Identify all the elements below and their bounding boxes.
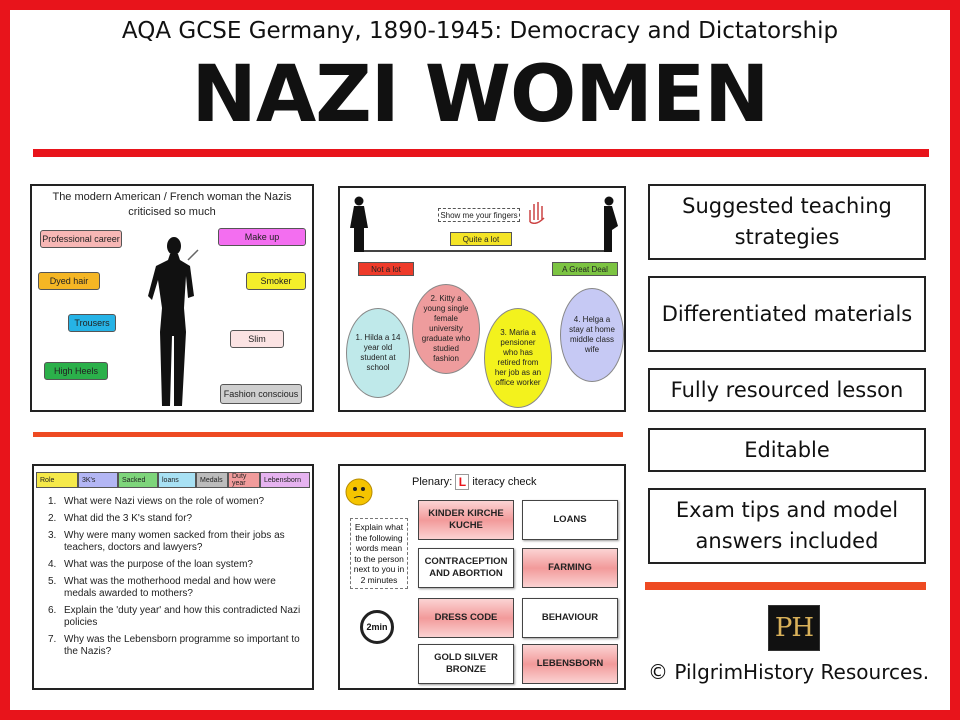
question-item: 4.What was the purpose of the loan syste… [48, 559, 253, 570]
hand-fingers-icon [529, 202, 545, 224]
header-sacked: Sacked [118, 472, 158, 488]
preview-slide-questions: Role 3K's Sacked loans Medals Duty year … [32, 464, 314, 690]
right-divider [645, 582, 926, 590]
woman-silhouette-icon [148, 237, 199, 406]
circle-kitty: 2. Kitty a young single female universit… [412, 284, 480, 374]
tag-fashion-conscious: Fashion conscious [220, 384, 302, 404]
title-divider [33, 149, 929, 157]
preview-slide-opinion-scale: Show me your fingers Quite a lot Not a l… [338, 186, 626, 412]
scale-low: Not a lot [358, 262, 414, 276]
scale-line [364, 250, 604, 252]
l-plate-icon: L [455, 474, 470, 490]
thinking-face-icon [345, 478, 373, 506]
tag-slim: Slim [230, 330, 284, 348]
page-title: NAZI WOMEN [191, 50, 770, 140]
pilgrim-history-logo: PH [768, 605, 820, 651]
topic-header-row: Role 3K's Sacked loans Medals Duty year … [36, 472, 310, 488]
question-item: 1.What were Nazi views on the role of wo… [48, 496, 265, 507]
instruction-text: Explain what the following words mean to… [350, 518, 408, 589]
header-role: Role [36, 472, 78, 488]
circle-maria: 3. Maria a pensioner who has retired fro… [484, 308, 552, 408]
scale-mid: Quite a lot [450, 232, 512, 246]
tag-make-up: Make up [218, 228, 306, 246]
question-item: 5.What was the motherhood medal and how … [48, 576, 276, 599]
circle-hilda: 1. Hilda a 14 year old student at school [346, 308, 410, 398]
copyright-text: © PilgrimHistory Resources. [648, 660, 930, 684]
card-gold-silver-bronze: GOLD SILVER BRONZE [418, 644, 514, 684]
scale-high: A Great Deal [552, 262, 618, 276]
header-3ks: 3K's [78, 472, 118, 488]
question-list: 1.What were Nazi views on the role of wo… [48, 496, 310, 663]
header-loans: loans [158, 472, 196, 488]
pregnant-woman-silhouette-icon [604, 196, 618, 252]
pregnant-woman-silhouette-icon [350, 196, 368, 252]
card-farming: FARMING [522, 548, 618, 588]
feature-fully-resourced: Fully resourced lesson [648, 368, 926, 412]
slide-title: The modern American / French woman the N… [52, 191, 292, 218]
tag-professional-career: Professional career [40, 230, 122, 248]
circle-helga: 4. Helga a stay at home middle class wif… [560, 288, 624, 382]
stopwatch-icon: 2min [360, 610, 394, 644]
question-item: 2.What did the 3 K's stand for? [48, 513, 193, 524]
feature-teaching-strategies: Suggested teaching strategies [648, 184, 926, 260]
card-lebensborn: LEBENSBORN [522, 644, 618, 684]
tag-dyed-hair: Dyed hair [38, 272, 100, 290]
course-subtitle: AQA GCSE Germany, 1890-1945: Democracy a… [121, 18, 839, 44]
tag-smoker: Smoker [246, 272, 306, 290]
plenary-title: Plenary: L iteracy check [412, 474, 537, 490]
tag-trousers: Trousers [68, 314, 116, 332]
question-item: 3.Why were many women sacked from their … [48, 530, 285, 553]
feature-differentiated-materials: Differentiated materials [648, 276, 926, 352]
header-duty-year: Duty year [228, 472, 260, 488]
feature-editable: Editable [648, 428, 926, 472]
card-behaviour: BEHAVIOUR [522, 598, 618, 638]
question-item: 7.Why was the Lebensborn programme so im… [48, 634, 300, 657]
card-contraception-abortion: CONTRACEPTION AND ABORTION [418, 548, 514, 588]
preview-slide-literacy-check: Plenary: L iteracy check Explain what th… [338, 464, 626, 690]
card-kinder-kirche-kuche: KINDER KIRCHE KUCHE [418, 500, 514, 540]
middle-divider [33, 432, 623, 437]
preview-slide-modern-woman: The modern American / French woman the N… [30, 184, 314, 412]
prompt-show-fingers: Show me your fingers [438, 208, 520, 222]
card-dress-code: DRESS CODE [418, 598, 514, 638]
card-loans: LOANS [522, 500, 618, 540]
header-medals: Medals [196, 472, 228, 488]
header-lebensborn: Lebensborn [260, 472, 310, 488]
question-item: 6.Explain the 'duty year' and how this c… [48, 605, 301, 628]
feature-exam-tips: Exam tips and model answers included [648, 488, 926, 564]
timer-label: 2min [366, 622, 388, 632]
tag-high-heels: High Heels [44, 362, 108, 380]
